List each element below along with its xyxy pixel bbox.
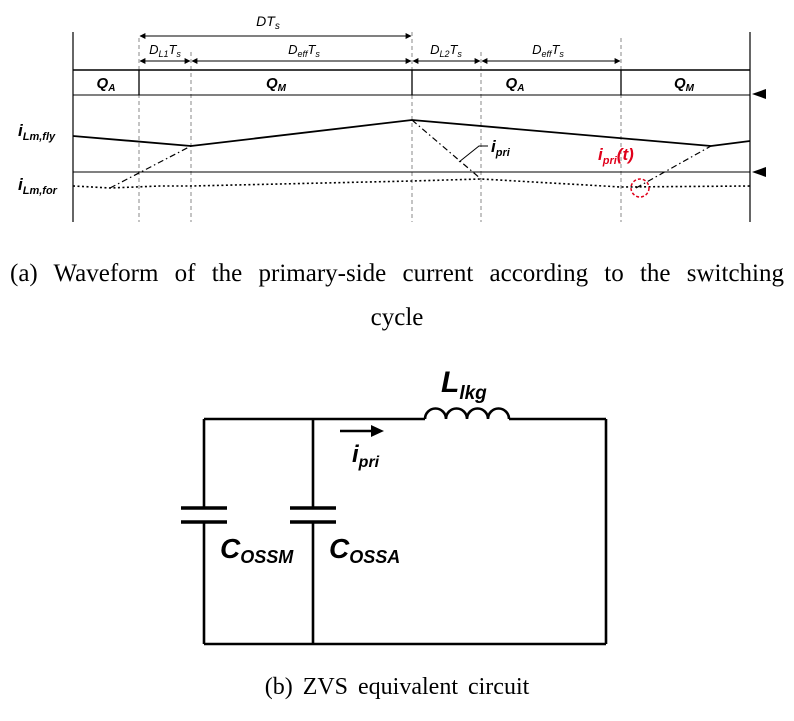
ipri-t-label: ipri(t): [598, 145, 634, 167]
caption-a-line1: (a) Waveform of the primary-side current…: [10, 260, 784, 287]
ilm-for-waveform: [72, 178, 751, 189]
current-label: ipri: [352, 441, 380, 471]
ipri-current-arrowhead: [371, 425, 384, 437]
ipri-t-highlight-circle: [630, 178, 650, 198]
ipri-waveform-segment-2: [411, 119, 482, 180]
deff2-label: DeffTs: [532, 42, 564, 59]
right-pointer-arrow-upper: [752, 89, 766, 99]
time-marker-lines: [138, 32, 622, 222]
cossm-label: COSSM: [220, 533, 294, 567]
inductor-coil: [423, 407, 511, 420]
cossa-label: COSSA: [329, 533, 400, 567]
ilm-for-label: iLm,for: [18, 175, 58, 197]
dl1-label: DL1Ts: [149, 42, 181, 59]
ipri-waveform-segment-1: [109, 145, 192, 189]
dts-label: DTs: [256, 13, 280, 32]
deff1-label: DeffTs: [288, 42, 320, 59]
caption-a-line2: cycle: [370, 304, 424, 331]
caption-a: (a) Waveform of the primary-side current…: [0, 252, 794, 340]
dl2-label: DL2Ts: [430, 42, 462, 59]
switch-state-qm-2: QM: [674, 75, 695, 94]
ipri-pointer-line: [458, 145, 488, 163]
zvs-equivalent-circuit: Llkg ipri COSSM COSSA: [181, 366, 608, 646]
caption-b: (b) ZVS equivalent circuit: [264, 674, 530, 700]
ilm-fly-label: iLm,fly: [18, 121, 56, 143]
right-pointer-arrow-lower: [752, 167, 766, 177]
ipri-label: ipri: [491, 137, 511, 159]
switch-state-qa-2: QA: [506, 75, 525, 94]
inductor-label: Llkg: [441, 366, 487, 404]
switch-state-qm-1: QM: [266, 75, 287, 94]
ipri-waveform-segment-3: [635, 145, 712, 189]
switch-state-qa-1: QA: [97, 75, 116, 94]
switching-waveform-diagram: DTs DL1Ts DeffTs DL2Ts DeffTs QA QM QA Q…: [18, 13, 766, 222]
